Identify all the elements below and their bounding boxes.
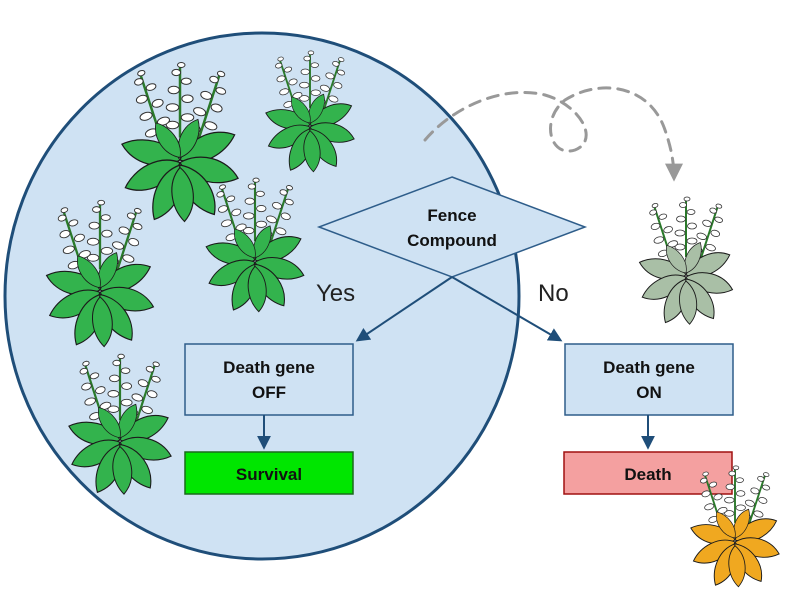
gene-off-line2: OFF bbox=[252, 383, 286, 402]
gene-on-line1: Death gene bbox=[603, 358, 695, 377]
survival-box bbox=[184, 451, 354, 495]
no-arrow bbox=[451, 276, 563, 342]
yes-label: Yes bbox=[316, 280, 355, 307]
dispersal-dashed-path bbox=[423, 86, 683, 182]
decision-label-line2: Compound bbox=[407, 231, 497, 250]
wilting-plant-icon bbox=[637, 197, 735, 327]
gene-on-box bbox=[564, 343, 734, 416]
gene-off-line1: Death gene bbox=[223, 358, 315, 377]
yes-arrow bbox=[355, 276, 453, 342]
decision-label-line1: Fence bbox=[427, 206, 476, 225]
gene-off-box bbox=[184, 343, 354, 416]
survival-label: Survival bbox=[236, 465, 302, 484]
gene-on-line2: ON bbox=[636, 383, 662, 402]
no-label: No bbox=[538, 280, 569, 307]
death-label: Death bbox=[624, 465, 671, 484]
